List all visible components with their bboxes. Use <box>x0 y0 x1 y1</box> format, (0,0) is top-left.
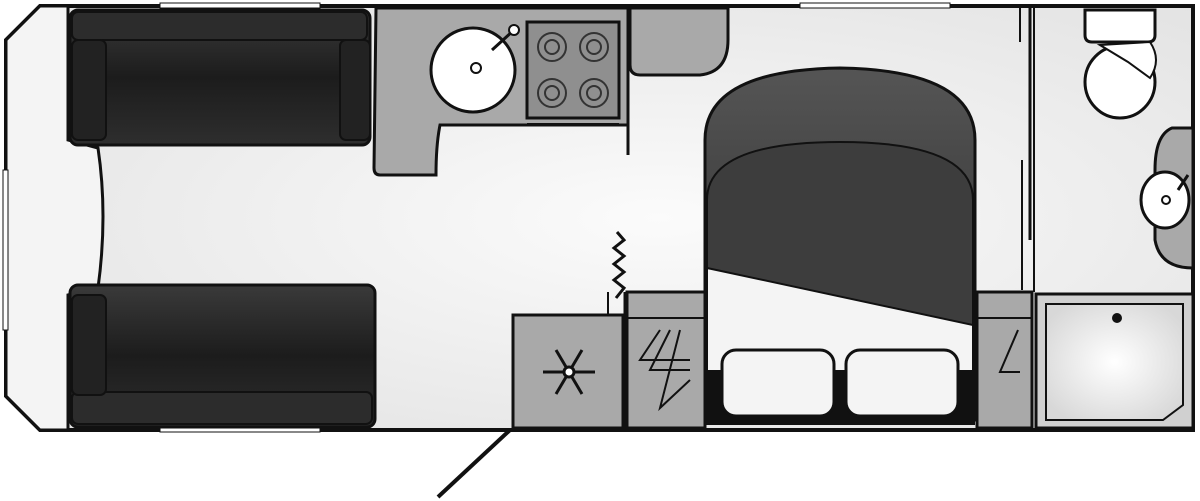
seat-sofa-right <box>68 283 377 429</box>
zigzag-heater-line <box>611 231 627 299</box>
sink-drain <box>470 62 482 74</box>
toilet <box>1083 8 1157 120</box>
front-wall-bay <box>4 4 105 432</box>
clothes-hanger-icon <box>638 329 691 412</box>
shower-drain-icon <box>1112 313 1122 323</box>
entry-door <box>436 428 512 499</box>
four-burner-hob <box>525 20 621 125</box>
washroom-wall <box>1019 8 1035 292</box>
round-sink <box>429 24 520 114</box>
pillow-right <box>844 348 960 418</box>
clothes-hanger-icon <box>998 329 1020 373</box>
seat-sofa-left <box>68 8 372 147</box>
island-bed <box>703 66 977 425</box>
pillow-left <box>720 348 836 418</box>
fridge <box>511 231 627 430</box>
wardrobe-left <box>625 290 707 430</box>
wardrobe-right <box>975 290 1034 430</box>
toilet-icon <box>1083 8 1157 44</box>
window-front-left <box>159 2 321 9</box>
snowflake-icon <box>543 349 595 395</box>
gas-ring-icon <box>537 32 609 108</box>
window-bed-top <box>799 2 951 9</box>
basin-icon <box>1139 170 1191 230</box>
wash-basin <box>1139 126 1195 270</box>
window-nose <box>2 169 9 331</box>
shower-tray <box>1034 292 1195 430</box>
